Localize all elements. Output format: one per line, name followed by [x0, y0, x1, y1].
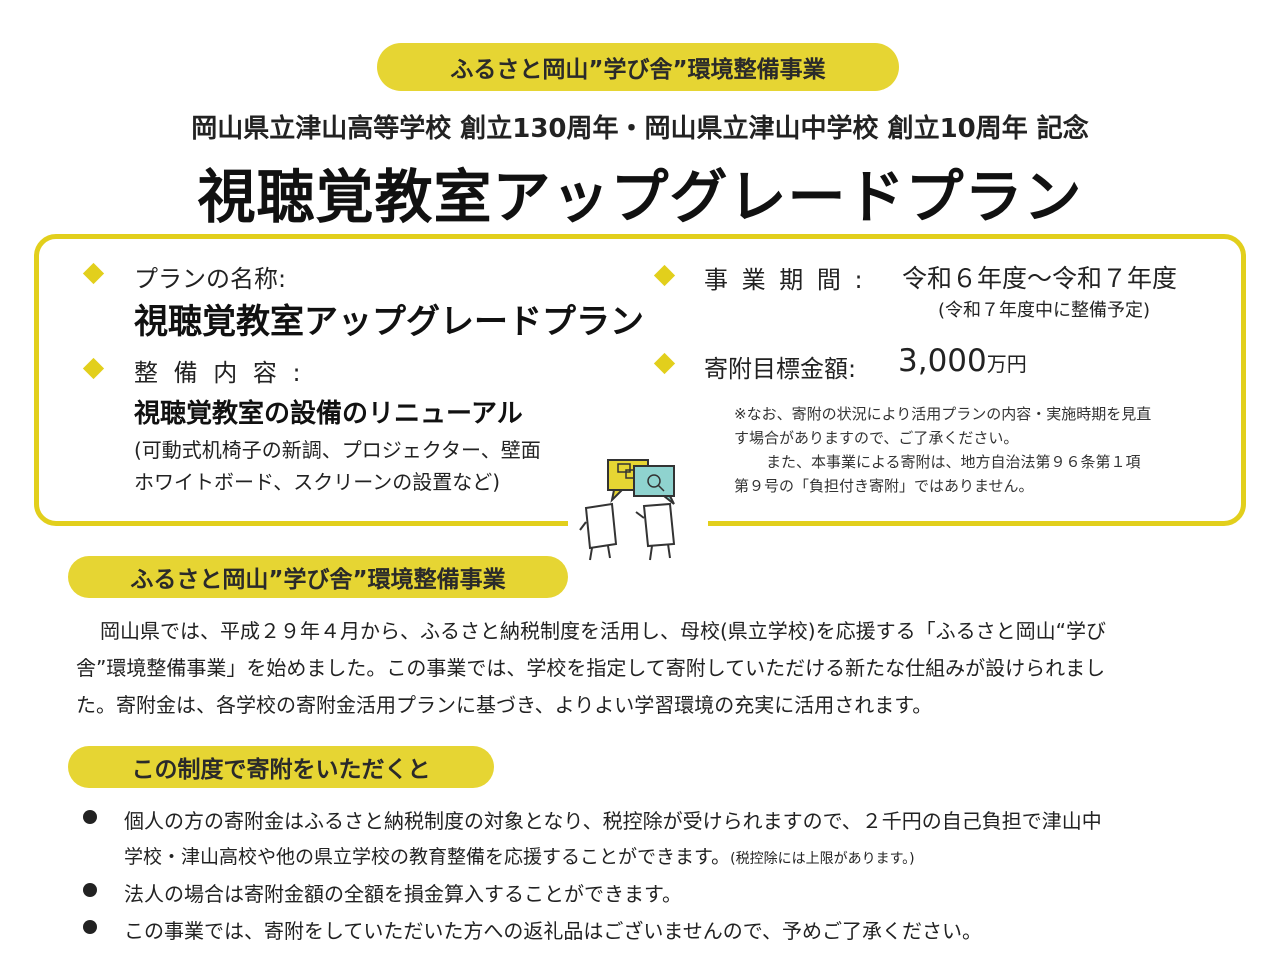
- period-value: 令和６年度〜令和７年度: [902, 264, 1178, 293]
- section1-line-3: た。寄附金は、各学校の寄附金活用プランに基づき、よりよい学習環境の充実に活用され…: [76, 693, 933, 717]
- content-value: 視聴覚教室の設備のリニューアル: [134, 399, 523, 429]
- bullet-dot-icon: [83, 920, 97, 934]
- plan-name-label: プランの名称:: [134, 265, 287, 293]
- top-pill: ふるさと岡山”学び舎”環境整備事業: [377, 43, 899, 91]
- subtitle: 岡山県立津山高等学校 創立130周年・岡山県立津山中学校 創立10周年 記念: [191, 114, 1089, 144]
- note-line-2: す場合がありますので、ご了承ください。: [734, 429, 1019, 447]
- benefit-1-line-2-group: 学校・津山高校や他の県立学校の教育整備を応援することができます。(税控除には上限…: [124, 842, 915, 869]
- period-note: (令和７年度中に整備予定): [938, 300, 1151, 321]
- note-line-4: 第９号の「負担付き寄附」ではありません。: [734, 477, 1034, 495]
- benefit-3: この事業では、寄附をしていただいた方への返礼品はございませんので、予めご了承くだ…: [124, 919, 982, 943]
- goal-label: 寄附目標金額:: [704, 355, 857, 383]
- goal-amount-group: 3,000万円: [898, 343, 1027, 379]
- goal-amount: 3,000: [898, 343, 987, 379]
- content-label: 整 備 内 容 :: [134, 359, 305, 387]
- section1-line-2: 舎”環境整備事業」を始めました。この事業では、学校を指定して寄附していただける新…: [76, 656, 1106, 680]
- goal-unit: 万円: [986, 352, 1027, 376]
- plan-name-value: 視聴覚教室アップグレードプラン: [134, 302, 644, 342]
- benefit-1-line-2: 学校・津山高校や他の県立学校の教育整備を応援することができます。: [124, 846, 731, 868]
- bullet-dot-icon: [83, 810, 97, 824]
- section-heading-benefits: この制度で寄附をいただくと: [68, 746, 494, 788]
- section1-line-1: 岡山県では、平成２９年４月から、ふるさと納税制度を活用し、母校(県立学校)を応援…: [100, 619, 1106, 643]
- bullet-dot-icon: [83, 883, 97, 897]
- benefit-1-line-1: 個人の方の寄附金はふるさと納税制度の対象となり、税控除が受けられますので、２千円…: [124, 809, 1102, 833]
- note-line-3: また、本事業による寄附は、地方自治法第９６条第１項: [766, 453, 1141, 471]
- benefit-1-note: (税控除には上限があります。): [730, 851, 915, 867]
- top-pill-label: ふるさと岡山”学び舎”環境整備事業: [450, 57, 826, 83]
- section-heading-benefits-label: この制度で寄附をいただくと: [131, 757, 431, 783]
- period-label: 事 業 期 間 :: [704, 266, 866, 294]
- discussion-illustration-icon: [579, 459, 676, 561]
- content-detail-1: (可動式机椅子の新調、プロジェクター、壁面: [134, 438, 541, 462]
- section-heading-program: ふるさと岡山”学び舎”環境整備事業: [68, 556, 568, 598]
- section-heading-program-label: ふるさと岡山”学び舎”環境整備事業: [130, 567, 506, 593]
- content-detail-2: ホワイトボード、スクリーンの設置など): [134, 470, 501, 494]
- page-title: 視聴覚教室アップグレードプラン: [197, 163, 1083, 231]
- note-line-1: ※なお、寄附の状況により活用プランの内容・実施時期を見直: [734, 405, 1152, 423]
- benefit-2: 法人の場合は寄附金額の全額を損金算入することができます。: [124, 882, 682, 906]
